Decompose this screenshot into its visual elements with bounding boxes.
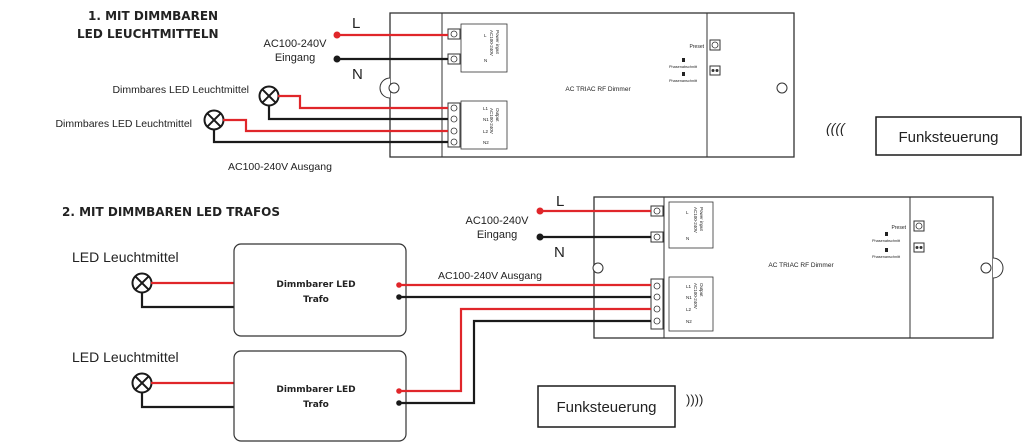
device1-term-N2: N2 — [483, 140, 489, 145]
section2-remote-label: Funksteuerung — [556, 399, 656, 416]
section2-trafo1-line1: Dimmbarer LED — [276, 280, 355, 290]
section1-lamp2-live-wire — [223, 118, 448, 133]
section2-label-L: L — [556, 193, 564, 210]
device2-switch — [913, 242, 925, 253]
section1-lamp1-icon — [258, 85, 280, 107]
section1-input-line2: Eingang — [275, 52, 315, 64]
section2-live-terminal-dot — [536, 207, 544, 215]
dimmer-device-1: L N Power input AC100-240V L1 N1 L2 N2 O… — [379, 12, 795, 158]
section1-live-terminal-dot — [333, 31, 341, 39]
section2-lamp1-icon — [131, 272, 153, 294]
section1-lamp2-neutral-wire — [212, 129, 448, 144]
section1-input-line1: AC100-240V — [264, 38, 328, 50]
device1-output-block-line2: AC100-240V — [489, 108, 494, 134]
device1-phase-label2: Phasenanschnitt — [669, 79, 698, 83]
device2-name: AC TRIAC RF Dimmer — [768, 262, 834, 269]
device1-preset-button — [709, 39, 721, 51]
device2-term-N1: N1 — [686, 295, 692, 300]
section1-label-N: N — [352, 66, 363, 83]
dimmer-device-2: L N Power input AC100-240V L1 N1 L2 N2 O… — [592, 196, 1004, 339]
section1-lamp2-label: Dimmbares LED Leuchtmittel — [55, 118, 192, 130]
section1-remote-label: Funksteuerung — [898, 129, 998, 146]
section1-heading-line1: 1. MIT DIMMBAREN — [88, 9, 218, 23]
device1-term-L1: L1 — [483, 106, 489, 111]
section2-remote-box — [537, 385, 676, 428]
section1-heading-line2: LED LEUCHTMITTELN — [77, 27, 219, 41]
device2-preset-button — [913, 220, 925, 232]
section2-input-line2: Eingang — [477, 229, 517, 241]
section1-label-L: L — [352, 15, 360, 32]
device2-input-block-line2: AC100-240V — [693, 207, 698, 233]
section2-trafo1-line2: Trafo — [303, 295, 329, 305]
device1-term-N: N — [484, 58, 487, 63]
device1-input-block-line1: Power input — [495, 30, 500, 55]
device1-term-L2: L2 — [483, 129, 489, 134]
section2-lamp1-label: LED Leuchtmittel — [72, 249, 179, 265]
section1-neutral-terminal-dot — [333, 55, 341, 63]
device1-output-block-line1: Output — [495, 108, 500, 122]
device1-input-block-line2: AC100-240V — [489, 30, 494, 56]
device2-phase-label2: Phasenanschnitt — [872, 255, 901, 259]
section2-trafo2-neutral-wire — [397, 319, 651, 405]
section2-lamp2-label: LED Leuchtmittel — [72, 349, 179, 365]
section1-lamp2-icon — [203, 109, 225, 131]
device2-term-L1: L1 — [686, 284, 692, 289]
device2-phase-label1: Phasenabschnitt — [872, 239, 901, 243]
section1-lamp1-label: Dimmbares LED Leuchtmittel — [112, 84, 249, 96]
section2-trafo2-box — [233, 350, 407, 442]
section2-label-N: N — [554, 244, 565, 261]
section2-input-line1: AC100-240V — [466, 215, 530, 227]
device2-term-L: L — [686, 210, 689, 215]
device1-name: AC TRIAC RF Dimmer — [565, 86, 631, 93]
section2-signal-icon: )))) — [686, 392, 703, 407]
section1-lamp1-neutral-wire — [267, 105, 448, 121]
section2-output-label: AC100-240V Ausgang — [438, 270, 542, 282]
device2-term-N: N — [686, 236, 689, 241]
device1-phase-label1: Phasenabschnitt — [669, 65, 698, 69]
section2-trafo2-line2: Trafo — [303, 400, 329, 410]
device2-output-block-line2: AC100-240V — [693, 283, 698, 309]
section1-remote-box — [875, 116, 1022, 156]
device2-preset-label: Preset — [892, 225, 907, 231]
device2-input-block-line1: Power input — [699, 207, 704, 232]
section2-neutral-terminal-dot — [536, 233, 544, 241]
section1-signal-icon: (((( — [826, 120, 846, 136]
device1-switch — [709, 65, 721, 76]
section2-trafo1-box — [233, 243, 407, 337]
device1-preset-label: Preset — [690, 44, 705, 50]
device1-term-N1: N1 — [483, 117, 489, 122]
section2-lamp2-neutral-wire — [140, 392, 234, 409]
section1-output-label: AC100-240V Ausgang — [228, 161, 332, 173]
section2-lamp2-icon — [131, 372, 153, 394]
section2-lamp1-neutral-wire — [140, 292, 234, 309]
device2-output-block-line1: Output — [699, 283, 704, 297]
section1-lamp1-live-wire — [278, 94, 448, 110]
section2-heading: 2. MIT DIMMBAREN LED TRAFOS — [62, 205, 280, 219]
section2-trafo2-live-wire — [397, 307, 651, 393]
device2-term-N2: N2 — [686, 319, 692, 324]
device2-term-L2: L2 — [686, 307, 692, 312]
section2-trafo2-line1: Dimmbarer LED — [276, 385, 355, 395]
device1-term-L: L — [484, 33, 487, 38]
